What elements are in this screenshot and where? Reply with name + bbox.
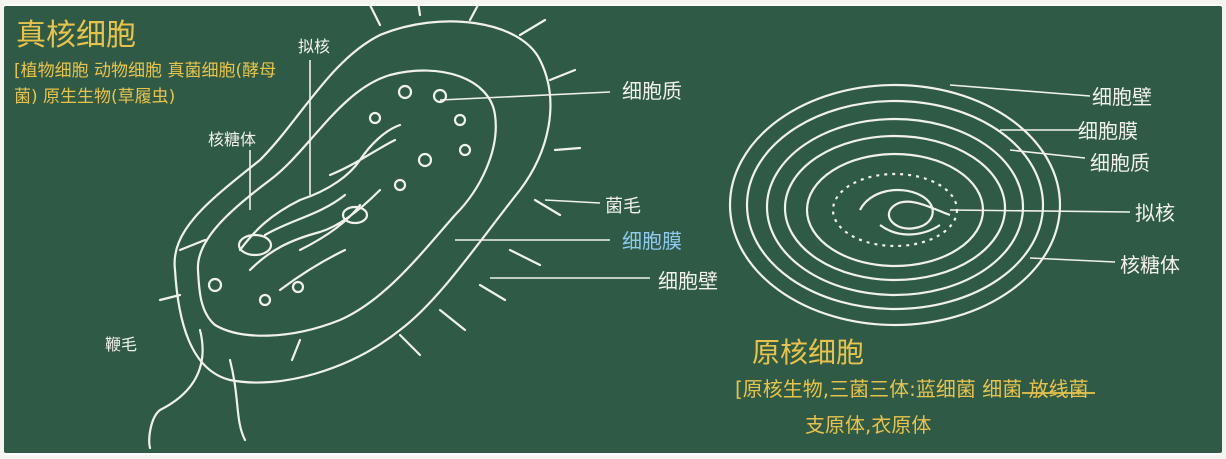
prokaryote-title: 原核细胞 [752, 336, 864, 369]
bacterium-cell-membrane [196, 69, 497, 337]
bacterium-cell-wall [173, 20, 552, 384]
prokaryote-cell-membrane [765, 117, 1025, 297]
label-right-cell-wall: 细胞壁 [1092, 85, 1152, 109]
label-right-cell-membrane: 细胞膜 [1078, 119, 1138, 143]
right-leader-lines [949, 84, 1131, 263]
label-right-nucleoid: 拟核 [1135, 201, 1175, 225]
bacterium-drawing [148, 0, 582, 450]
bacterium-nucleoid [238, 123, 402, 292]
eukaryote-note-box: [植物细胞 动物细胞 真菌细胞(酵母菌) 原生生物(草履虫) [14, 61, 277, 107]
label-left-flagellum: 鞭毛 [105, 335, 137, 354]
prokaryote-note-line1: [原核生物,三菌三体:蓝细菌 细菌 放线菌 [735, 377, 1089, 401]
bacterium-flagellum [148, 328, 247, 450]
label-right-cytoplasm: 细胞质 [1090, 151, 1150, 175]
label-left-nucleoid: 拟核 [298, 37, 330, 56]
label-left-ribosome: 核糖体 [208, 130, 256, 149]
eukaryote-note: [植物细胞 动物细胞 真菌细胞(酵母菌) 原生生物(草履虫) [14, 61, 277, 107]
bacterium-pili [158, 0, 582, 362]
prokaryote-nucleoid [859, 188, 951, 236]
label-left-cell-membrane: 细胞膜 [622, 229, 682, 253]
label-right-ribosome: 核糖体 [1120, 253, 1180, 277]
prokaryote-drawing [728, 83, 1062, 327]
label-left-cell-wall: 细胞壁 [658, 269, 718, 293]
eukaryote-title: 真核细胞 [16, 18, 136, 53]
label-left-pili: 菌毛 [605, 196, 641, 217]
prokaryote-cell-wall [728, 83, 1062, 327]
left-leader-lines [249, 60, 650, 279]
prokaryote-note-line2: 支原体,衣原体 [805, 413, 931, 437]
label-left-cytoplasm: 细胞质 [622, 79, 682, 103]
